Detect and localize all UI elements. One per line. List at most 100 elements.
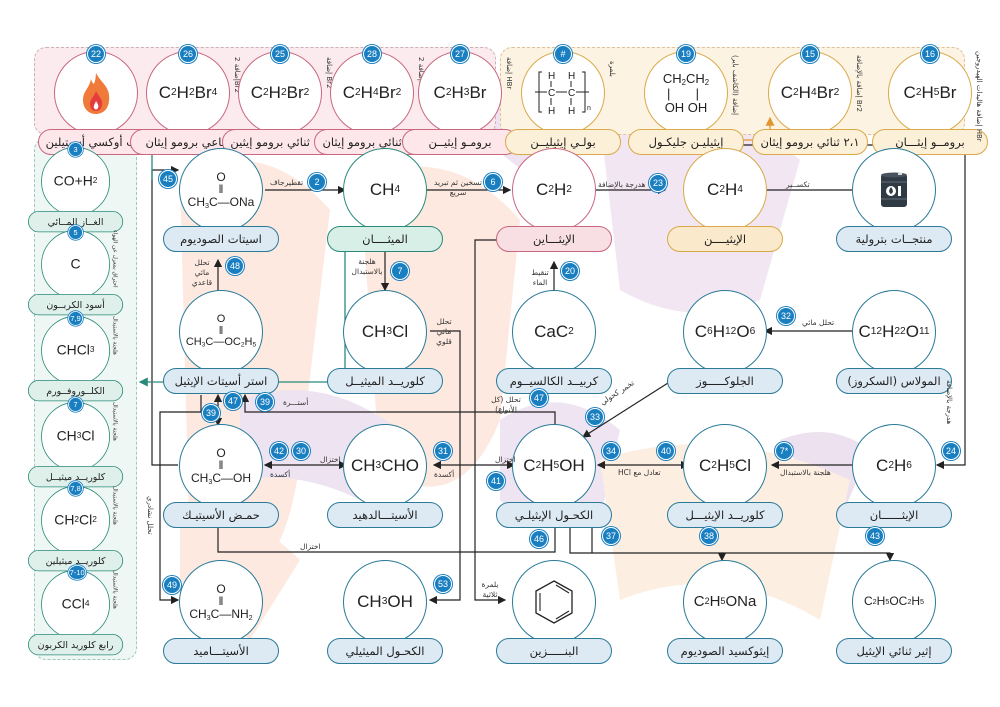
reaction-label-oxidation-acid: أكسدة: [270, 470, 291, 479]
reaction-number-badge: #: [554, 45, 572, 63]
reaction-label-halogenation: هلجنة بالاستبدال: [351, 257, 383, 276]
svg-text:H: H: [548, 106, 555, 117]
reaction-number-badge: 28: [363, 45, 381, 63]
reaction-number-badge: 22: [87, 45, 105, 63]
node-ethyl-acetate[interactable]: O‖CH3C—OC2H5 استر أسيتات الإيثيل: [163, 290, 279, 408]
node-name: الكحـول الإيثيلـي: [496, 502, 612, 528]
node-oxyacetylene-flame[interactable]: لهب أوكسي أسيتيلين 22: [38, 45, 154, 169]
reaction-label-trimerization: بلمرة ثلاثية: [481, 580, 499, 599]
reaction-label-halogenation-ethane: هلجنة بالاستبدال: [780, 468, 831, 477]
node-name: الإيثـــاين: [496, 226, 612, 252]
node-name: ٢،١ ثنائي برومو إيثان: [752, 129, 868, 155]
node-sodium-acetate[interactable]: O‖CH3C—ONa اسيتات الصوديوم 45: [159, 148, 279, 266]
reaction-condition: إضافة HBr: [505, 57, 513, 90]
node-ethylene-glycol[interactable]: CH2CH2| |OH OH إيثيليـن جليكـول 19 إضافة…: [628, 45, 744, 169]
node-carbon-black[interactable]: C أسود الكربــون 5 احتراق بمعزل عن الهوا…: [28, 225, 124, 327]
svg-text:n: n: [587, 105, 591, 112]
node-name: الإيثــــــان: [836, 502, 952, 528]
reaction-badge-42: 42: [270, 442, 288, 460]
reaction-label-hydrolysis: تحلل مائي: [802, 318, 835, 327]
reaction-label-hydrogenation-24: هدرجة بالإضافة: [945, 380, 953, 425]
svg-text:H: H: [548, 71, 555, 82]
node-name: البنـــــزين: [496, 638, 612, 664]
reaction-label-hydrolysis-all: تحلل (كل الأنواع): [491, 395, 521, 414]
reaction-badge-39: 39: [256, 393, 274, 411]
reaction-condition: هلجنة بالاستبدال: [111, 570, 119, 609]
reaction-badge-2: 2: [308, 173, 326, 191]
formula: C: [41, 230, 111, 299]
flame-icon: [54, 51, 138, 135]
reaction-label-reduction-46: اختزال: [300, 542, 321, 551]
reaction-number-badge: 26: [179, 45, 197, 63]
node-petroleum-products[interactable]: منتجــات بترولية: [836, 148, 952, 266]
reaction-badge-32: 32: [777, 307, 795, 325]
formula: O‖CH3C—OC2H5: [179, 290, 263, 374]
node-name: برومــو إيثـــان: [872, 129, 988, 155]
reaction-condition: هلجنة بالاستبدال: [111, 486, 119, 525]
reaction-badge-7: 7: [391, 262, 409, 280]
reaction-label-alkaline-hydrolysis: تحلل مائي قلوي: [436, 317, 452, 346]
reaction-number-badge: 27: [451, 45, 469, 63]
reaction-number-badge: 3: [68, 142, 83, 157]
reaction-number-badge: 5: [68, 225, 83, 240]
reaction-badge-47: 47: [530, 389, 548, 407]
node-acetic-acid[interactable]: O‖CH3C—OH حمـض الأسيتيـك: [163, 424, 279, 542]
node-name: كلوريــد الإيثيـــل: [667, 502, 783, 528]
reaction-number-badge: 15: [801, 45, 819, 63]
reaction-badge-47-ester: 47: [224, 392, 242, 410]
reaction-badge-41: 41: [487, 472, 505, 490]
svg-text:C: C: [548, 88, 555, 99]
node-name: الكحـول الميثيلي: [327, 638, 443, 664]
node-name: المولاس (السكروز): [836, 368, 952, 394]
reaction-condition: إضافة 2Br2: [233, 57, 241, 93]
node-name: كربيــد الكالسيــوم: [496, 368, 612, 394]
reaction-badge-34: 34: [602, 442, 620, 460]
reaction-number-badge: 25: [271, 45, 289, 63]
reaction-badge-23: 23: [649, 174, 667, 192]
node-name: حمـض الأسيتيـك: [163, 502, 279, 528]
node-benzene[interactable]: البنـــــزين: [496, 560, 612, 678]
node-name: الأسيتـــاميد: [163, 638, 279, 664]
reaction-badge-30: 30: [292, 442, 310, 460]
reaction-label-hydrogenation: هدرجة بالإضافة: [598, 180, 646, 189]
node-acetamide[interactable]: O‖CH3C—NH2 الأسيتـــاميد 49: [163, 560, 279, 678]
node-name: كلوريــد الميثيــل: [327, 368, 443, 394]
reaction-condition: هلجنة بالاستبدال: [111, 402, 119, 441]
reaction-number-badge: 7-10: [68, 565, 87, 580]
